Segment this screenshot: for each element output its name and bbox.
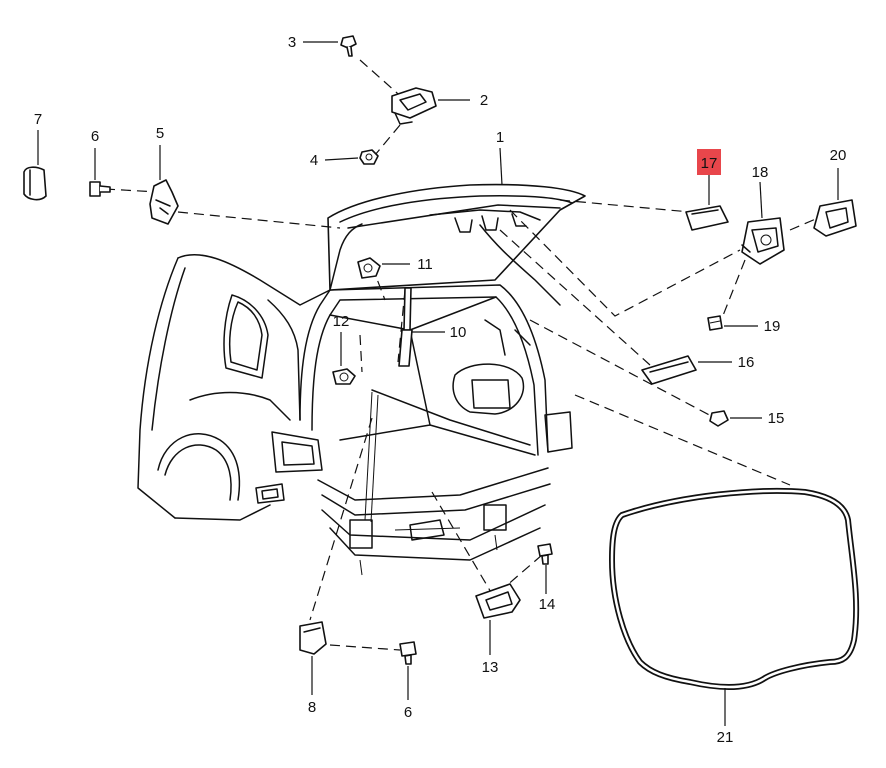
- bolt-part-3: [340, 35, 357, 57]
- nut-part-4: [359, 149, 379, 165]
- callout-labels: 3 2 4 7 6 5 1 11 12 10 17 18 20 19 16 15…: [34, 34, 847, 746]
- callout-16[interactable]: 16: [738, 354, 755, 371]
- screw-part-6-bottom: [399, 641, 417, 665]
- handle-part-17: [685, 205, 729, 231]
- callout-18[interactable]: 18: [752, 164, 769, 181]
- callout-11[interactable]: 11: [417, 256, 433, 273]
- callout-17[interactable]: 17: [701, 155, 718, 172]
- callout-1[interactable]: 1: [496, 129, 504, 146]
- callout-13[interactable]: 13: [482, 659, 499, 676]
- callout-10[interactable]: 10: [450, 324, 467, 341]
- buffer-part-8: [299, 621, 327, 655]
- callout-6-bottom[interactable]: 6: [404, 704, 412, 721]
- callout-4[interactable]: 4: [310, 152, 318, 169]
- callout-14[interactable]: 14: [539, 596, 556, 613]
- leader-lines: [37, 41, 839, 726]
- screw-part-6-top: [89, 181, 111, 197]
- callout-6-top[interactable]: 6: [91, 128, 99, 145]
- screw-part-14: [537, 543, 553, 565]
- screw-part-19: [707, 315, 723, 331]
- ball-stud-part-12: [332, 368, 356, 385]
- callout-2[interactable]: 2: [480, 92, 488, 109]
- callout-21[interactable]: 21: [717, 729, 734, 746]
- callout-3[interactable]: 3: [288, 34, 296, 51]
- callout-12[interactable]: 12: [333, 313, 350, 330]
- callout-5[interactable]: 5: [156, 125, 164, 142]
- callout-19[interactable]: 19: [764, 318, 781, 335]
- trim-part-16: [641, 355, 697, 385]
- lock-part-18: [741, 217, 785, 265]
- highlight-box-17: [697, 149, 721, 175]
- cap-part-7: [23, 166, 47, 201]
- callout-20[interactable]: 20: [830, 147, 847, 164]
- callout-15[interactable]: 15: [768, 410, 785, 427]
- clip-part-15: [709, 410, 729, 427]
- buffer-part-5: [149, 179, 179, 225]
- ball-stud-part-11: [357, 257, 381, 279]
- callout-7[interactable]: 7: [34, 111, 42, 128]
- hinge-part-2: [391, 87, 437, 125]
- bracket-part-20: [813, 199, 857, 237]
- assembly-lines: [104, 59, 826, 651]
- seal-part-21: [608, 487, 860, 690]
- gas-strut-part-10: [398, 287, 413, 367]
- striker-part-13: [475, 583, 521, 619]
- vehicle-rear-body: [137, 253, 573, 576]
- callout-8[interactable]: 8: [308, 699, 316, 716]
